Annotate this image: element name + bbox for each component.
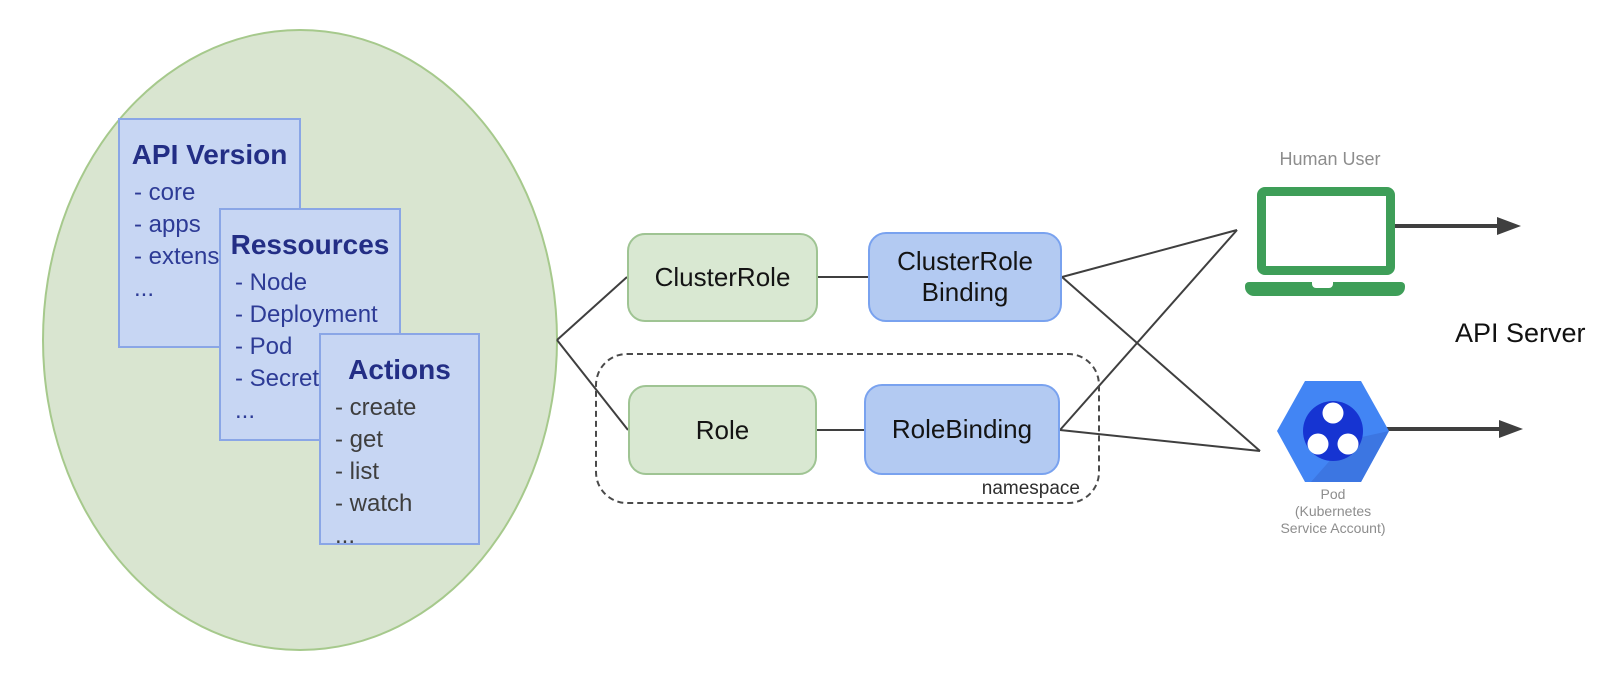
api-server-label: API Server [1455, 318, 1586, 348]
pod-hexagon-fold [1311, 431, 1389, 482]
card-item: - Node [235, 269, 308, 296]
card-ressources-title: Ressources [230, 229, 390, 260]
card-item: - Deployment [235, 301, 378, 328]
role-binding-box: RoleBinding [864, 384, 1060, 475]
card-item: - list [335, 458, 379, 485]
cluster-role-binding-label: ClusterRole Binding [897, 246, 1033, 307]
card-api-version-title: API Version [131, 139, 288, 170]
pod-dot-right [1337, 433, 1359, 455]
laptop-notch [1312, 282, 1333, 288]
card-actions-items: - create - get - list - watch ... [335, 392, 478, 552]
card-item: - Secret [235, 365, 320, 392]
card-item: - apps [134, 211, 201, 238]
pod-dot-left [1307, 433, 1329, 455]
pod-caption-line2: (Kubernetes [1294, 503, 1372, 519]
cluster-role-box: ClusterRole [627, 233, 818, 322]
pod-dot-top [1322, 402, 1344, 424]
role-box: Role [628, 385, 817, 475]
card-item: ... [335, 522, 356, 549]
card-item: - get [335, 426, 384, 453]
pod-hexagon [1277, 381, 1389, 482]
card-item: - core [134, 179, 196, 206]
connector-crb-to-human [1061, 229, 1238, 278]
card-item: ... [134, 275, 155, 302]
pod-caption: Pod (Kubernetes Service Account) [1233, 486, 1433, 537]
connector-scope-to-clusterrole [556, 276, 628, 341]
card-api-version-items: - core - apps - extensi ... [134, 177, 299, 305]
card-item: - watch [335, 490, 413, 517]
laptop-screen [1257, 187, 1395, 275]
cluster-role-binding-box: ClusterRole Binding [868, 232, 1062, 322]
card-item: ... [235, 397, 256, 424]
arrow-human-to-apiserver-head [1497, 217, 1521, 235]
namespace-label: namespace [981, 478, 1080, 499]
pod-icon [1277, 381, 1389, 482]
card-actions-title: Actions [348, 354, 451, 385]
card-actions: Actions - create - get - list - watch ..… [319, 333, 480, 549]
human-user-label: Human User [1279, 149, 1381, 169]
pod-caption-line3: Service Account) [1280, 520, 1386, 536]
arrow-pod-to-apiserver-head [1499, 420, 1523, 438]
pod-caption-line1: Pod [1320, 486, 1346, 502]
card-ressources-items: - Node - Deployment - Pod - Secret ... [235, 267, 399, 427]
laptop-base [1245, 282, 1405, 296]
card-item: - extensi [134, 243, 225, 270]
card-item: - create [335, 394, 417, 421]
card-item: - Pod [235, 333, 293, 360]
pod-inner-circle [1303, 401, 1363, 461]
